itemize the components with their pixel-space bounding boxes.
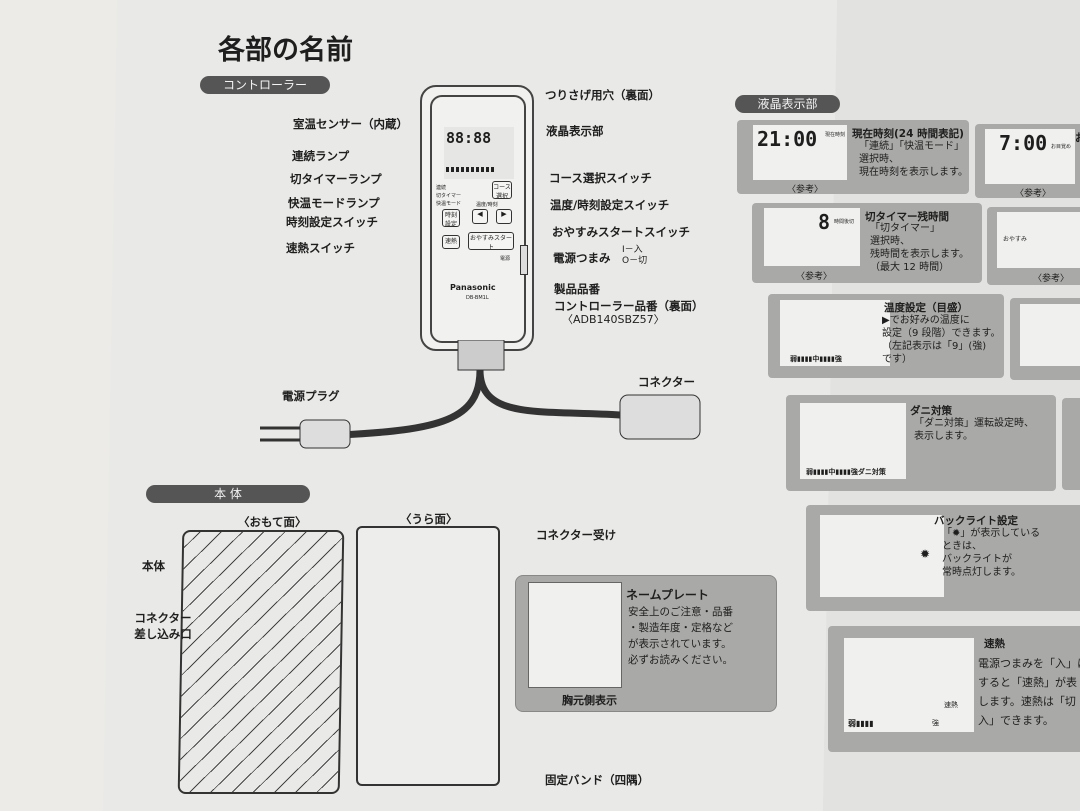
temperature-bar: 弱▮▮▮▮中▮▮▮▮強: [790, 355, 842, 363]
lamp-continuous: 連続: [436, 185, 447, 191]
label-front: 〈おもて面〉: [238, 515, 307, 529]
temp-down-button[interactable]: ◀: [472, 209, 488, 224]
card-text: 電源つまみを「入」に すると「速熱」が表 します。速熱は「切 入」できます。: [978, 657, 1080, 727]
label-hanging-hole: つりさげ用穴（裏面）: [545, 88, 660, 102]
lcd-card-temperature: 弱▮▮▮▮中▮▮▮▮強 温度設定（目盛） ▶でお好みの温度に 設定（9 段階）で…: [768, 294, 1004, 378]
label-power-knob: 電源つまみ: [553, 251, 611, 265]
lcd-tag: 時間後切: [834, 219, 855, 225]
label-connector: コネクター: [638, 375, 696, 389]
label-back: 〈うら面〉: [400, 512, 458, 526]
card-text: ▶でお好みの温度に 設定（9 段階）できます。 （左記表示は「9」(強) です）: [882, 315, 1001, 365]
section-heading-lcd: 液晶表示部: [735, 95, 840, 113]
lamp-labels: 連続 切タイマー 快温モード: [436, 184, 461, 208]
lcd-display: 8: [818, 210, 831, 234]
lcd-tag: 強: [932, 719, 939, 727]
label-quick-heat-switch: 速熱スイッチ: [286, 241, 355, 255]
card-text: 「✹」が表示している ときは、 バックライトが 常時点灯します。: [942, 528, 1041, 578]
connector-icon: [619, 394, 701, 440]
card-ref: 〈参考〉: [1015, 189, 1052, 199]
lcd-tag: 速熱: [944, 701, 958, 709]
mite-bar: 弱▮▮▮▮中▮▮▮▮強ダニ対策: [806, 468, 886, 476]
label-controller-number: コントローラー品番（裏面）: [554, 299, 704, 313]
light-bulb-icon: ✹: [920, 547, 931, 561]
card-ref: 〈参考〉: [1033, 274, 1070, 284]
mat-front: [177, 530, 345, 794]
controller-device: 88:88 連続 切タイマー 快温モード コース選択 温度/時刻 時刻設定 ◀ …: [420, 85, 534, 351]
label-room-sensor: 室温センサー（内蔵）: [293, 117, 408, 131]
quick-heat-bar: 弱▮▮▮▮: [848, 719, 874, 728]
page-title: 各部の名前: [218, 35, 353, 66]
lcd-card-sleep-course: おやすみ 〈参考〉: [987, 207, 1080, 285]
label-lcd: 液晶表示部: [546, 124, 604, 138]
label-product-number: 製品品番: [554, 282, 600, 296]
card-title: バックライト設定: [934, 515, 1018, 527]
lamp-comfort: 快温モード: [436, 201, 462, 207]
label-connector-inlet: コネクター差し込み口: [134, 611, 192, 641]
label-temp-time-switch: 温度/時刻設定スイッチ: [550, 198, 670, 212]
card-text: 「切タイマー」 選択時、 残時間を表示します。 （最大 12 時間）: [870, 223, 969, 273]
course-select-button[interactable]: コース選択: [492, 181, 512, 200]
label-off-timer-lamp: 切タイマーランプ: [290, 172, 382, 186]
lcd-display: おやすみ: [1003, 236, 1028, 243]
card-ref: 〈参考〉: [787, 185, 824, 195]
lcd-card-partial: [1010, 298, 1080, 380]
temp-up-button[interactable]: ▶: [496, 209, 512, 224]
lcd-card-backlight: ✹ バックライト設定 「✹」が表示している ときは、 バックライトが 常時点灯し…: [806, 505, 1080, 611]
lcd-card-mite: 弱▮▮▮▮中▮▮▮▮強ダニ対策 ダニ対策 「ダニ対策」運転設定時、 表示します。: [786, 395, 1056, 491]
card-title: 速熱: [984, 638, 1005, 650]
label-body: 本体: [142, 559, 165, 573]
nameplate-title: ネームプレート: [626, 588, 709, 602]
label-fixing-band: 固定バンド（四隅）: [545, 773, 650, 787]
plug-icon: [299, 419, 351, 449]
power-knob-legend: I－入 O－切: [622, 245, 647, 267]
lcd-display: 7:00: [999, 131, 1048, 155]
label-continuous-lamp: 連続ランプ: [292, 149, 350, 163]
card-text: 「連続」「快温モード」 選択時、 現在時刻を表示します。: [859, 141, 968, 178]
label-sleep-switch: おやすみスタートスイッチ: [552, 225, 690, 239]
card-title: 現在時刻(24 時間表記): [852, 128, 964, 140]
nameplate-callout: ネームプレート 安全上のご注意・品番 ・製造年度・定格など が表示されています。…: [515, 575, 777, 712]
lcd-tag: お目覚め: [1051, 144, 1072, 150]
lcd-digits: 88:88: [446, 129, 492, 147]
chest-side-label: 胸元側表示: [562, 694, 617, 707]
lcd-card-current-time: 21:00 現在時刻 現在時刻(24 時間表記) 「連続」「快温モード」 選択時、…: [737, 120, 969, 195]
power-label: 電源: [500, 256, 511, 262]
card-title: 切タイマー残時間: [865, 211, 949, 223]
lcd-card-quick-heat: 弱▮▮▮▮ 速熱 強 速熱 電源つまみを「入」に すると「速熱」が表 します。速…: [828, 626, 1080, 752]
lcd-tag: 現在時刻: [825, 132, 846, 138]
clock-set-button[interactable]: 時刻設定: [442, 209, 460, 228]
label-clock-switch: 時刻設定スイッチ: [286, 215, 378, 229]
brand-logo: Panasonic: [450, 283, 496, 292]
temp-time-caption: 温度/時刻: [476, 202, 498, 208]
mat-back: [356, 526, 500, 786]
power-knob[interactable]: [520, 245, 528, 275]
lamp-off-timer: 切タイマー: [436, 193, 462, 199]
nameplate-text: 安全上のご注意・品番 ・製造年度・定格など が表示されています。 必ずお読みくだ…: [628, 606, 733, 666]
label-power-plug: 電源プラグ: [282, 389, 340, 403]
lcd-card-partial: [1062, 398, 1080, 490]
card-title: ダニ対策: [910, 405, 952, 417]
power-on-text: I－入: [622, 245, 643, 255]
card-title: 温度設定（目盛）: [884, 302, 968, 314]
section-heading-body: 本 体: [146, 485, 310, 503]
card-title: お目: [1075, 130, 1080, 145]
lcd-display: 21:00: [757, 127, 818, 151]
sleep-start-button[interactable]: おやすみスタート: [468, 232, 514, 251]
card-ref: 〈参考〉: [796, 272, 833, 282]
nameplate-image: [528, 582, 622, 688]
card-text: 「ダニ対策」運転設定時、 表示します。: [914, 418, 1034, 442]
quick-heat-button[interactable]: 速熱: [442, 235, 460, 249]
label-controller-model: 〈ADB140SBZ57〉: [562, 313, 665, 326]
cord-illustration: [260, 340, 701, 449]
label-course-switch: コース選択スイッチ: [549, 171, 652, 185]
model-number: DB-BM1L: [466, 295, 489, 301]
power-off-text: O－切: [622, 256, 648, 266]
label-comfort-lamp: 快温モードランプ: [288, 196, 380, 210]
controller-lcd: 88:88: [444, 127, 514, 179]
cord-bushing: [457, 340, 505, 371]
label-connector-receptacle: コネクター受け: [536, 528, 617, 542]
section-heading-controller: コントローラー: [200, 76, 330, 94]
